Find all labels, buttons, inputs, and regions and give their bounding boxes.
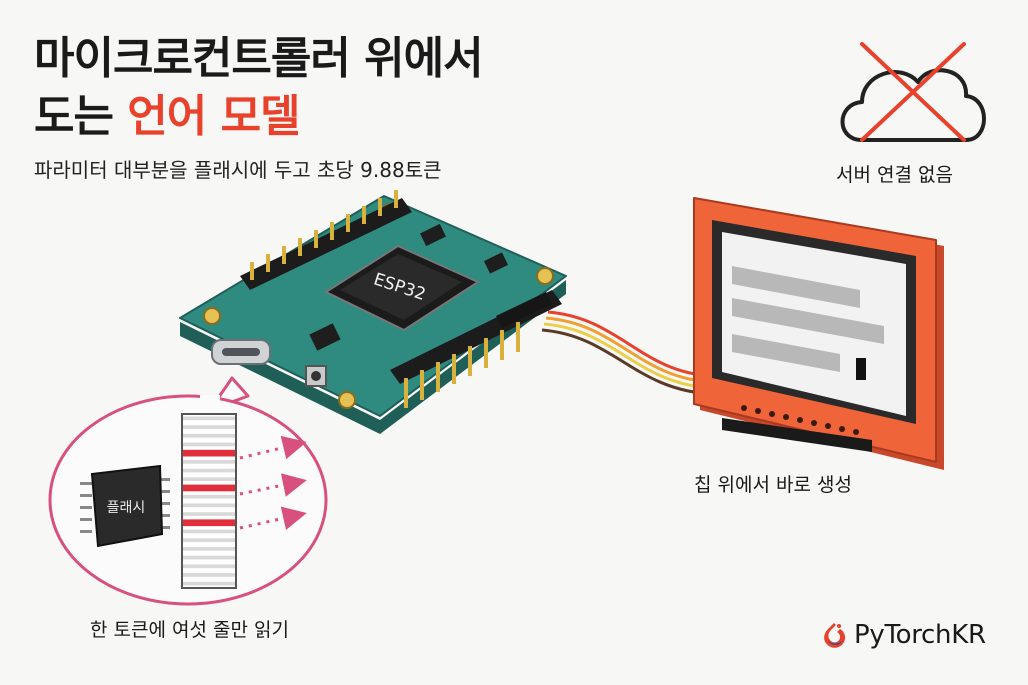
flash-row bbox=[183, 460, 235, 464]
flash-memory-rows bbox=[181, 413, 237, 589]
title-accent: 언어 모델 bbox=[127, 91, 300, 142]
flash-row bbox=[183, 529, 235, 534]
flash-row-highlighted bbox=[183, 519, 235, 527]
flash-row bbox=[183, 581, 235, 586]
flash-row bbox=[183, 425, 235, 429]
flash-rows-frame bbox=[181, 413, 237, 589]
title-line-1: 마이크로컨트롤러 위에서 bbox=[34, 33, 484, 84]
flash-row bbox=[183, 503, 235, 508]
flash-row bbox=[183, 555, 235, 560]
zoom-callout: 플래시 bbox=[48, 376, 328, 606]
flash-row bbox=[183, 512, 235, 516]
flash-row bbox=[183, 547, 235, 551]
cloud-crossed-icon bbox=[840, 42, 986, 142]
label-no-server: 서버 연결 없음 bbox=[836, 164, 953, 186]
title-block: 마이크로컨트롤러 위에서 도는 언어 모델 bbox=[34, 30, 484, 146]
flash-row bbox=[183, 433, 235, 438]
flash-row bbox=[183, 538, 235, 542]
flash-chip: 플래시 bbox=[80, 464, 170, 548]
flash-row bbox=[183, 416, 235, 421]
flash-chip-label: 플래시 bbox=[107, 500, 146, 516]
flash-row bbox=[183, 564, 235, 569]
title-line-2: 도는 언어 모델 bbox=[34, 88, 483, 146]
subtitle: 파라미터 대부분을 플래시에 두고 초당 9.88토큰 bbox=[34, 158, 442, 182]
flash-row-highlighted bbox=[183, 449, 235, 457]
connector-wires bbox=[541, 310, 713, 396]
esp32-board: ESP32 bbox=[179, 190, 567, 434]
title-plain: 도는 bbox=[34, 91, 114, 142]
brand-logo: PyTorchKR bbox=[820, 620, 986, 650]
flash-row bbox=[183, 468, 235, 473]
label-six-rows-read: 한 토큰에 여섯 줄만 읽기 bbox=[90, 619, 289, 641]
display-module bbox=[693, 197, 944, 470]
brand-name: PyTorchKR bbox=[854, 620, 986, 650]
flash-row bbox=[183, 573, 235, 577]
pytorchkr-logo-icon bbox=[824, 623, 846, 648]
flash-row bbox=[183, 494, 235, 499]
label-on-chip-generation: 칩 위에서 바로 생성 bbox=[694, 474, 852, 496]
flash-row-highlighted bbox=[183, 484, 235, 492]
flash-row bbox=[183, 477, 235, 482]
flash-row bbox=[183, 442, 235, 447]
read-arrows bbox=[239, 435, 307, 530]
